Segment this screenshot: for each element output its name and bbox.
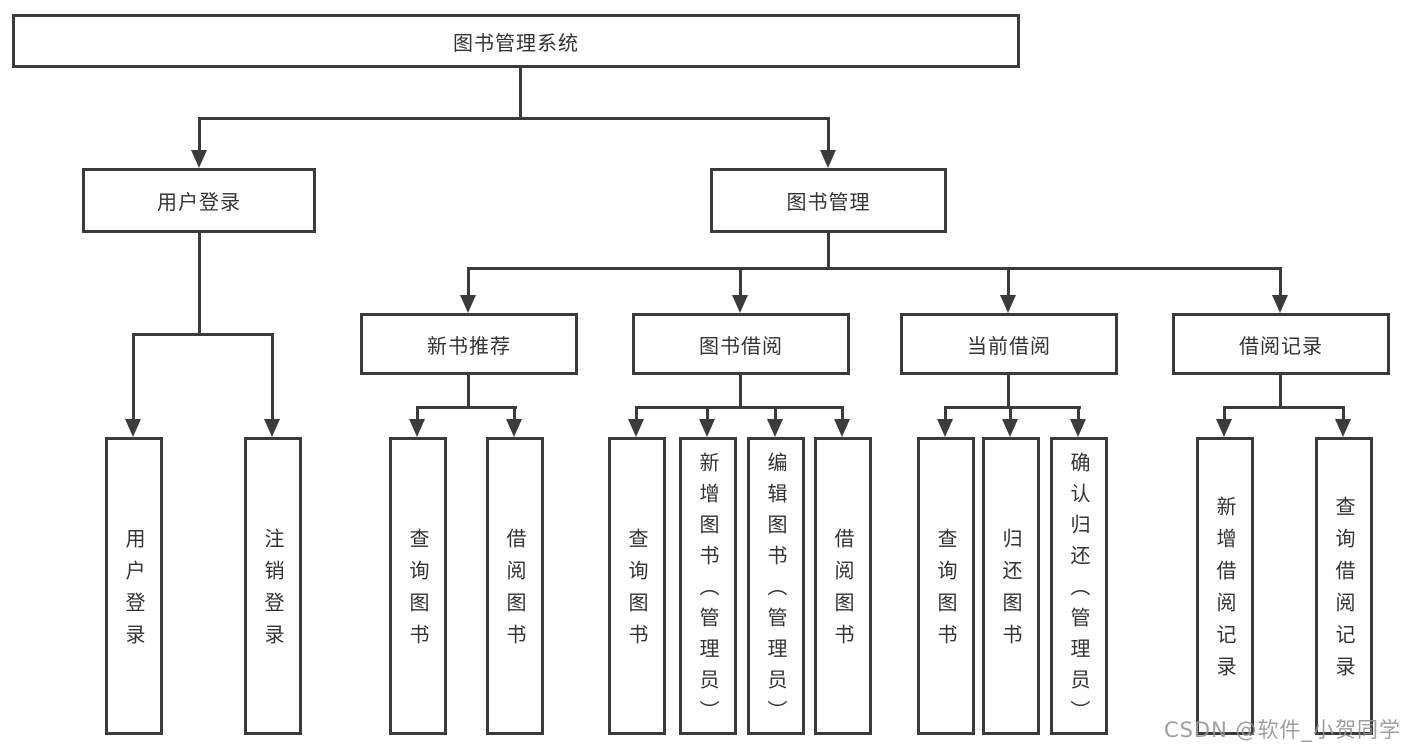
connector-arrow — [1000, 295, 1016, 313]
connector-line — [416, 406, 419, 422]
csdn-watermark: CSDN @软件_小贺同学 — [1163, 718, 1401, 742]
connector-arrow — [1070, 419, 1086, 437]
leaf-label: 编辑图书（管理员） — [764, 452, 788, 731]
connector-line — [519, 68, 522, 120]
leaf-label: 新增借阅记录 — [1213, 496, 1237, 688]
leaf-label: 查询借阅记录 — [1332, 496, 1356, 688]
connector-arrow — [834, 419, 850, 437]
connector-line — [944, 406, 1081, 409]
connector-arrow — [699, 419, 715, 437]
node-root: 图书管理系统 — [12, 14, 1020, 68]
connector-line — [271, 333, 274, 423]
connector-line — [1007, 267, 1010, 299]
connector-line — [739, 267, 742, 299]
connector-line — [1077, 406, 1080, 422]
leaf-confirm-return-admin: 确认归还（管理员） — [1050, 437, 1108, 735]
connector-line — [944, 406, 947, 422]
connector-line — [1223, 406, 1345, 409]
leaf-return-book: 归还图书 — [982, 437, 1040, 735]
leaf-label: 注销登录 — [261, 528, 285, 656]
connector-line — [198, 233, 201, 336]
connector-arrow — [628, 419, 644, 437]
connector-arrow — [732, 295, 748, 313]
connector-arrow — [1002, 419, 1018, 437]
node-borrow-records: 借阅记录 — [1172, 313, 1390, 375]
connector-line — [706, 406, 709, 422]
leaf-label: 新增图书（管理员） — [696, 452, 720, 731]
connector-line — [1279, 267, 1282, 299]
leaf-label: 借阅图书 — [831, 528, 855, 656]
connector-arrow — [937, 419, 953, 437]
connector-line — [739, 375, 742, 409]
connector-line — [467, 267, 470, 299]
connector-arrow — [125, 419, 141, 437]
connector-arrow — [460, 295, 476, 313]
connector-arrow — [1335, 419, 1351, 437]
leaf-label: 用户登录 — [122, 528, 146, 656]
leaf-query-book-2: 查询图书 — [608, 437, 666, 735]
connector-line — [1342, 406, 1345, 422]
leaf-borrow-book-2: 借阅图书 — [814, 437, 872, 735]
connector-line — [635, 406, 638, 422]
connector-line — [513, 406, 516, 422]
leaf-edit-book-admin: 编辑图书（管理员） — [747, 437, 805, 735]
connector-line — [841, 406, 844, 422]
leaf-logout: 注销登录 — [244, 437, 302, 735]
connector-line — [416, 406, 517, 409]
connector-line — [467, 375, 470, 409]
connector-line — [132, 333, 135, 423]
leaf-label: 查询图书 — [406, 528, 430, 656]
connector-arrow — [1272, 295, 1288, 313]
connector-line — [827, 233, 830, 270]
leaf-add-borrow-record: 新增借阅记录 — [1196, 437, 1254, 735]
connector-arrow — [409, 419, 425, 437]
connector-arrow — [767, 419, 783, 437]
node-new-book-recommend: 新书推荐 — [360, 313, 578, 375]
leaf-query-book-3: 查询图书 — [917, 437, 975, 735]
leaf-label: 确认归还（管理员） — [1067, 452, 1091, 731]
connector-line — [1007, 375, 1010, 409]
leaf-label: 借阅图书 — [503, 528, 527, 656]
leaf-query-book-1: 查询图书 — [389, 437, 447, 735]
node-current-borrow: 当前借阅 — [900, 313, 1118, 375]
leaf-borrow-book-1: 借阅图书 — [486, 437, 544, 735]
connector-line — [198, 117, 201, 154]
leaf-query-borrow-record: 查询借阅记录 — [1315, 437, 1373, 735]
leaf-label: 查询图书 — [625, 528, 649, 656]
node-user-login: 用户登录 — [82, 168, 316, 233]
connector-line — [198, 117, 830, 120]
connector-line — [467, 267, 1281, 270]
node-book-management: 图书管理 — [710, 168, 947, 233]
connector-line — [132, 333, 274, 336]
leaf-add-book-admin: 新增图书（管理员） — [679, 437, 737, 735]
leaf-user-login: 用户登录 — [105, 437, 163, 735]
connector-arrow — [1216, 419, 1232, 437]
node-book-borrow: 图书借阅 — [632, 313, 850, 375]
connector-line — [1009, 406, 1012, 422]
leaf-label: 归还图书 — [999, 528, 1023, 656]
connector-arrow — [191, 150, 207, 168]
connector-line — [1223, 406, 1226, 422]
connector-line — [1279, 375, 1282, 409]
leaf-label: 查询图书 — [934, 528, 958, 656]
connector-line — [635, 406, 844, 409]
connector-arrow — [506, 419, 522, 437]
connector-arrow — [820, 150, 836, 168]
connector-line — [827, 117, 830, 154]
connector-arrow — [264, 419, 280, 437]
connector-line — [774, 406, 777, 422]
